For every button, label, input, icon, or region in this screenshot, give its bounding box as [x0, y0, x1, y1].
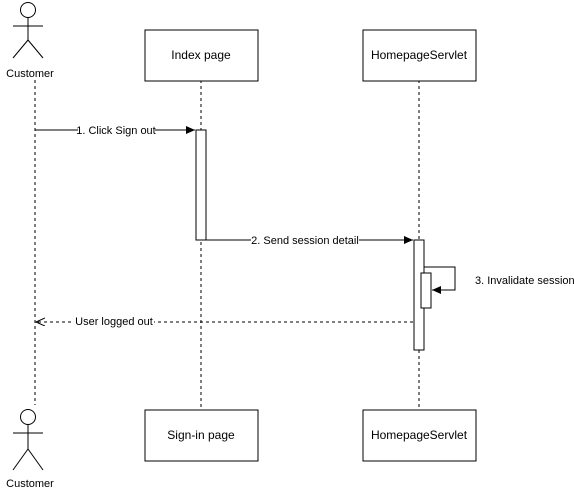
sign-in-page-label: Sign-in page	[167, 428, 235, 442]
message-send-session-detail: 2. Send session detail	[206, 234, 413, 247]
message-invalidate-session: 3. Invalidate session	[424, 266, 574, 294]
message-2-label: 2. Send session detail	[251, 235, 359, 247]
stick-figure-icon	[12, 2, 44, 59]
message-click-sign-out: 1. Click Sign out	[35, 124, 195, 137]
homepage-servlet-self-activation	[420, 272, 432, 309]
customer-actor-top: Customer	[6, 2, 54, 80]
homepage-servlet-label-bottom: HomepageServlet	[371, 428, 468, 442]
customer-label-bottom: Customer	[6, 478, 54, 490]
homepage-servlet-box-bottom: HomepageServlet	[362, 409, 477, 462]
message-4-label: User logged out	[75, 316, 153, 328]
homepage-servlet-label-top: HomepageServlet	[371, 48, 468, 62]
customer-label-top: Customer	[6, 68, 54, 80]
index-page-box-top: Index page	[144, 29, 259, 82]
message-1-label: 1. Click Sign out	[76, 125, 155, 137]
message-user-logged-out: User logged out	[36, 315, 413, 328]
index-page-label: Index page	[171, 48, 231, 62]
sign-in-page-box-bottom: Sign-in page	[144, 409, 259, 462]
message-3-label: 3. Invalidate session	[475, 275, 574, 287]
stick-figure-icon	[12, 409, 44, 471]
index-page-activation	[195, 129, 207, 241]
customer-actor-bottom: Customer	[6, 409, 54, 490]
homepage-servlet-box-top: HomepageServlet	[362, 29, 477, 82]
